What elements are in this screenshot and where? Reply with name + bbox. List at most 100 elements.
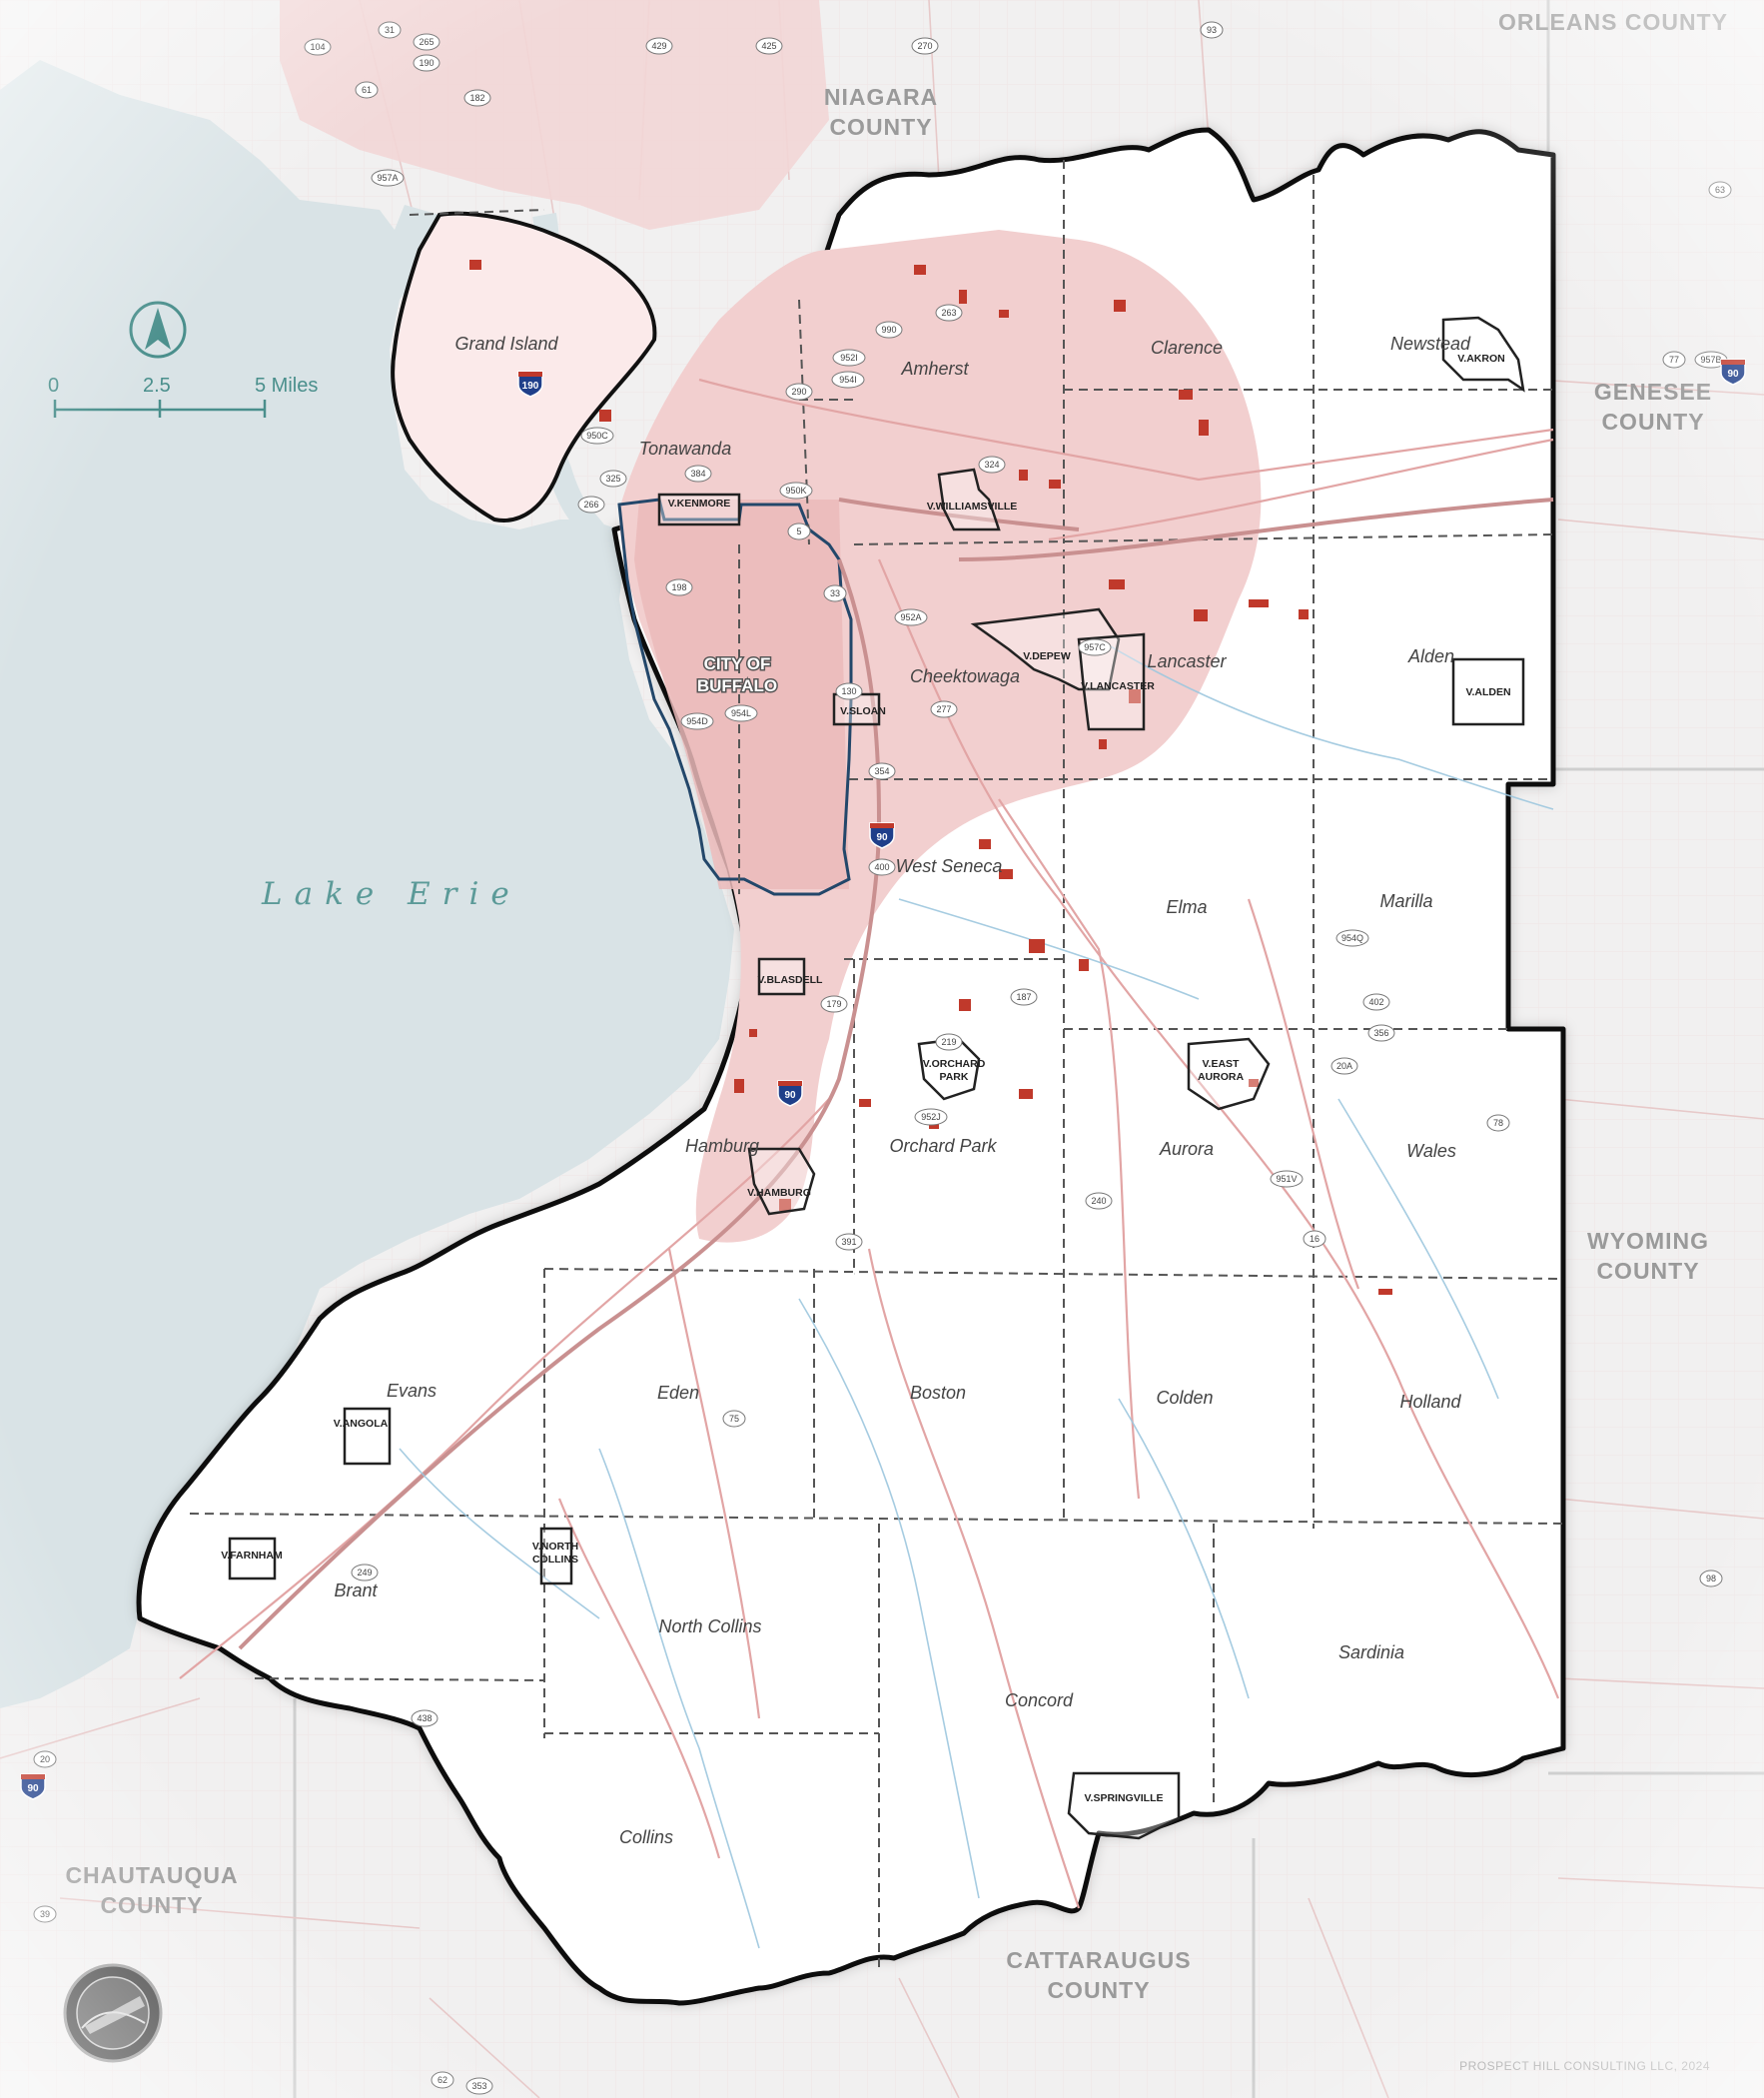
route-shield: 63 — [1708, 181, 1732, 199]
route-shield: 130 — [835, 682, 863, 700]
route-shield-label: 990 — [881, 325, 896, 335]
interstate-shield-label: 90 — [27, 1783, 39, 1794]
route-shield: 325 — [599, 470, 627, 488]
scale-tick-mid: 2.5 — [143, 375, 171, 397]
route-shield-label: 130 — [841, 686, 856, 696]
town-label: Orchard Park — [889, 1136, 997, 1156]
village-label: V.WILLIAMSVILLE — [927, 501, 1018, 513]
route-shield: 952A — [894, 608, 928, 626]
route-shield-label: 957A — [377, 173, 398, 183]
route-shield: 98 — [1699, 1570, 1723, 1587]
town-label: Marilla — [1379, 891, 1432, 911]
route-shield: 324 — [978, 456, 1006, 474]
village-label: V.KENMORE — [668, 498, 731, 510]
route-shield: 952J — [914, 1108, 948, 1126]
town-label: West Seneca — [896, 856, 1003, 876]
town-label: Elma — [1166, 897, 1207, 917]
route-shield-label: 63 — [1715, 185, 1725, 195]
town-label: Alden — [1407, 646, 1454, 666]
route-shield: 240 — [1085, 1192, 1113, 1210]
route-shield-label: 187 — [1016, 992, 1031, 1002]
route-shield-label: 277 — [936, 704, 951, 714]
town-label: Tonawanda — [639, 439, 731, 459]
village-label: V.DEPEW — [1023, 650, 1071, 662]
town-label: Evans — [387, 1381, 437, 1401]
route-shield-label: 240 — [1091, 1196, 1106, 1206]
route-shield: 266 — [577, 496, 605, 514]
route-shield: 954Q — [1335, 929, 1369, 947]
route-shield: 950K — [779, 482, 813, 500]
route-shield: 5 — [787, 523, 811, 540]
route-shield: 950C — [580, 427, 614, 445]
route-shield-label: 438 — [417, 1713, 432, 1723]
interstate-shield-label: 90 — [876, 832, 888, 843]
route-shield: 952I — [832, 349, 866, 367]
route-shield: 263 — [935, 304, 963, 322]
town-label: Boston — [910, 1383, 966, 1403]
interstate-shield-band — [1721, 360, 1745, 365]
route-shield-label: 104 — [310, 42, 325, 52]
route-shield-label: 20 — [40, 1754, 50, 1764]
route-shield-label: 954D — [686, 716, 708, 726]
route-shield-label: 62 — [438, 2075, 447, 2085]
route-shield: 957C — [1078, 638, 1112, 656]
route-shield-label: 952A — [900, 612, 921, 622]
route-shield: 62 — [431, 2071, 454, 2089]
route-shield-label: 31 — [385, 25, 395, 35]
route-shield: 198 — [665, 578, 693, 596]
scale-tick-end: 5 Miles — [255, 375, 318, 397]
route-shield: 265 — [413, 33, 441, 51]
route-shield-label: 957B — [1700, 355, 1721, 365]
village-label: V.SLOAN — [840, 705, 886, 717]
town-label: Newstead — [1390, 334, 1471, 354]
interstate-shield-band — [870, 823, 894, 828]
village-label: V.AKRON — [1457, 353, 1504, 365]
route-shield-label: 950K — [785, 486, 806, 496]
route-shield: 356 — [1367, 1024, 1395, 1042]
route-shield: 20 — [33, 1750, 57, 1768]
route-shield: 93 — [1200, 21, 1224, 39]
village-label: V.LANCASTER — [1081, 680, 1155, 692]
interstate-shield-band — [21, 1774, 45, 1779]
route-shield: 402 — [1362, 993, 1390, 1011]
route-shield-label: 354 — [874, 766, 889, 776]
route-shield: 425 — [755, 37, 783, 55]
town-label: Lancaster — [1147, 651, 1227, 671]
route-shield-label: 425 — [761, 41, 776, 51]
route-shield-label: 33 — [830, 588, 840, 598]
route-shield-label: 93 — [1207, 25, 1217, 35]
route-shield: 31 — [378, 21, 402, 39]
route-shield: 957A — [371, 169, 405, 187]
route-shield-label: 952J — [921, 1112, 941, 1122]
county-seal-icon — [63, 1963, 163, 2063]
route-shield-label: 266 — [583, 500, 598, 510]
route-shield-label: 952I — [840, 353, 858, 363]
town-label: Grand Island — [454, 334, 558, 354]
interstate-shield-band — [518, 372, 542, 377]
route-shield: 39 — [33, 1905, 57, 1923]
county-label-orleans: ORLEANS COUNTY — [1498, 9, 1728, 35]
village-label: V.SPRINGVILLE — [1085, 1792, 1164, 1804]
map-credit: PROSPECT HILL CONSULTING LLC, 2024 — [1459, 2059, 1710, 2073]
route-shield-label: 270 — [917, 41, 932, 51]
route-shield-label: 325 — [605, 474, 620, 484]
route-shield-label: 356 — [1373, 1028, 1388, 1038]
route-shield: 354 — [868, 762, 896, 780]
route-shield: 20A — [1330, 1057, 1358, 1075]
village-label: V.FARNHAM — [221, 1550, 283, 1562]
route-shield: 179 — [820, 995, 848, 1013]
route-shield-label: 219 — [941, 1037, 956, 1047]
village-label: V.ANGOLA — [334, 1418, 389, 1430]
route-shield: 990 — [875, 321, 903, 339]
route-shield-label: 198 — [671, 582, 686, 592]
route-shield-label: 78 — [1493, 1118, 1503, 1128]
route-shield: 429 — [645, 37, 673, 55]
town-label: Eden — [657, 1383, 699, 1403]
interstate-shield-label: 190 — [522, 381, 539, 392]
route-shield-label: 290 — [791, 387, 806, 397]
route-shield-label: 950C — [586, 431, 608, 441]
route-shield-label: 39 — [40, 1909, 50, 1919]
town-label: Colden — [1156, 1388, 1213, 1408]
